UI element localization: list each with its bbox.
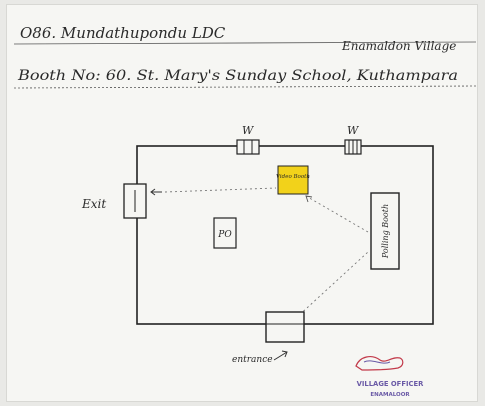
exit-arrow [150,188,162,196]
header-rule-bottom [13,85,477,89]
entrance-arrow [273,350,288,361]
polling-booth-label: Polling Booth [381,204,390,259]
arrow-to-video [305,195,313,203]
stamp-line2: ENAMALOOR [370,392,410,398]
path-entrance-to-polling [295,251,369,319]
video-booth-label: Video Booth [276,174,310,180]
entrance-label: entrance [232,355,273,365]
video-booth [277,165,309,195]
signature-swirl [363,360,391,364]
signature-mark [355,356,404,371]
window-top-left-label: W [242,124,255,137]
exit-label: Exit [81,197,106,211]
stamp-line1: VILLAGE OFFICER [357,380,425,388]
path-video-to-exit [164,187,277,193]
polling-booth [370,192,400,270]
header-line1-right: Enamaldon Village [341,39,456,53]
window-top-right [344,139,362,155]
header-line1-left: O86. Mundathupondu LDC [20,24,226,42]
window-top-right-label: W [347,124,360,137]
window-top-left [236,139,260,155]
header-rule-top [13,41,477,45]
entrance-door [265,311,305,343]
village-officer-stamp: VILLAGE OFFICER ENAMALOOR [355,356,425,398]
path-polling-to-video [305,195,369,233]
po-table [213,217,237,249]
header-line2: Booth No: 60. St. Mary's Sunday School, … [17,68,458,84]
po-label: PO [217,230,232,240]
